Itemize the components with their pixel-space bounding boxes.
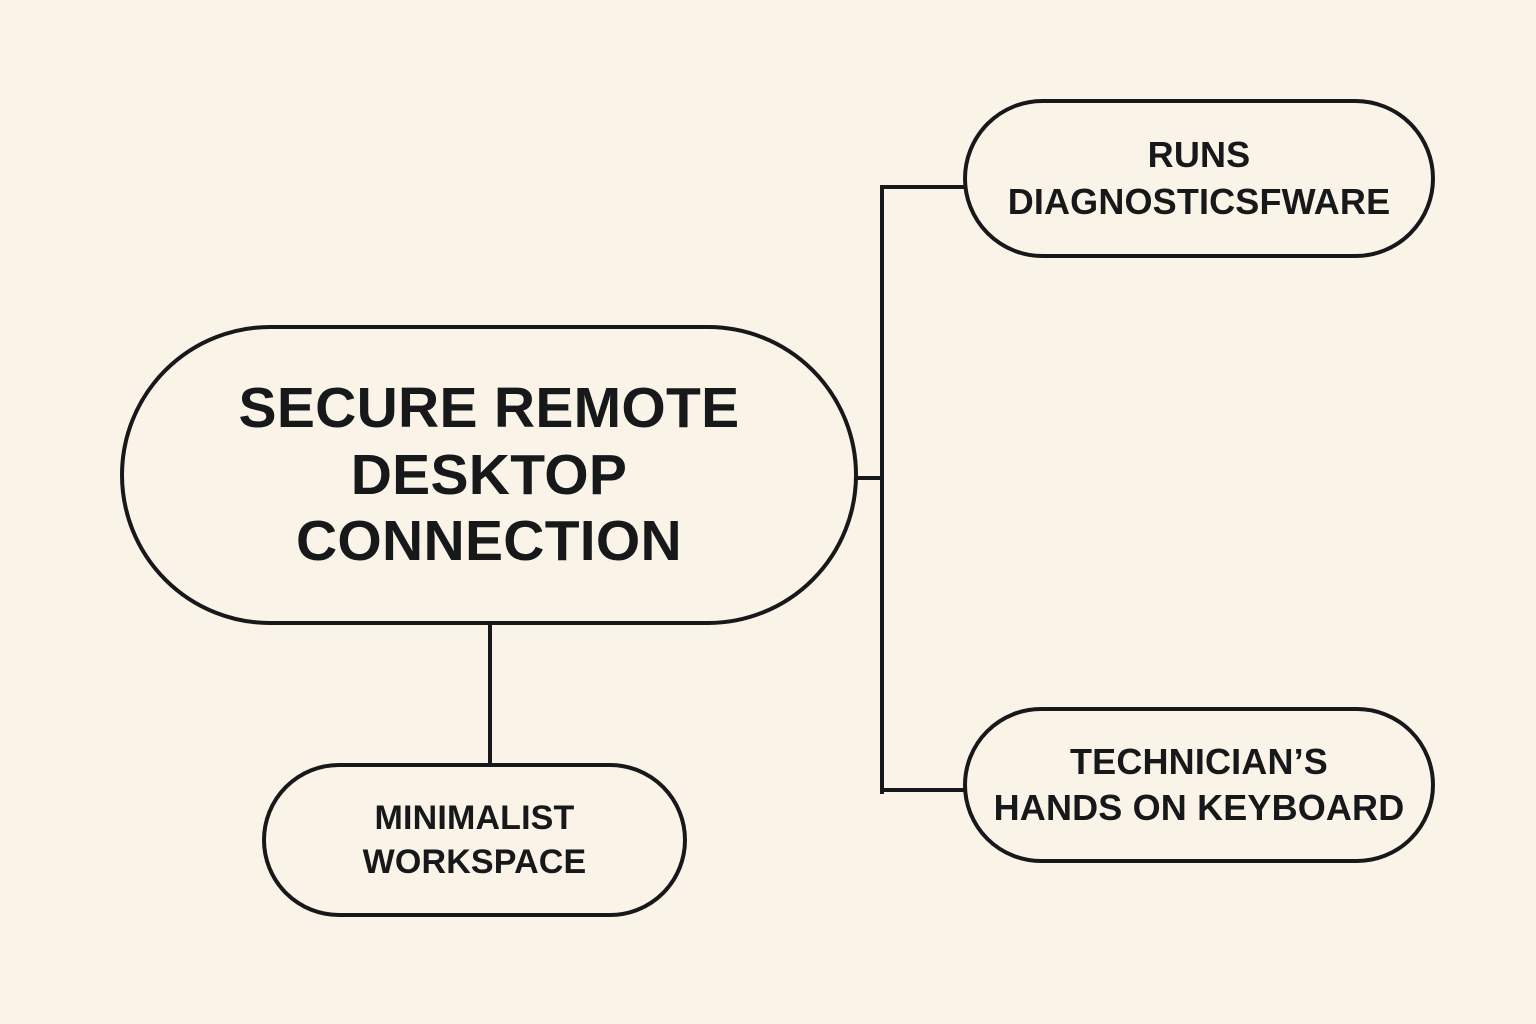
connector-right-bracket-trunk [880, 187, 884, 794]
node-runs-diagnostics[interactable]: RUNS DIAGNOSTICSFWARE [963, 99, 1435, 258]
connector-root-to-right-bracket [855, 476, 884, 480]
node-secure-remote-desktop-connection[interactable]: SECURE REMOTE DESKTOP CONNECTION [120, 325, 858, 625]
node-label-runs-diagnostics: RUNS DIAGNOSTICSFWARE [1007, 134, 1391, 222]
node-label-secure-remote-desktop-connection: SECURE REMOTE DESKTOP CONNECTION [238, 375, 740, 574]
connector-root-to-minimalist-workspace [488, 623, 492, 765]
node-minimalist-workspace[interactable]: MINIMALIST WORKSPACE [262, 763, 687, 917]
node-label-technicians-hands-on-keyboard: TECHNICIAN’S HANDS ON KEYBOARD [993, 740, 1405, 828]
connector-bracket-to-runs-diagnostics [880, 185, 966, 189]
node-technicians-hands-on-keyboard[interactable]: TECHNICIAN’S HANDS ON KEYBOARD [963, 707, 1435, 863]
node-label-minimalist-workspace: MINIMALIST WORKSPACE [362, 798, 587, 881]
connector-bracket-to-technicians-hands-on-keyboard [880, 788, 966, 792]
